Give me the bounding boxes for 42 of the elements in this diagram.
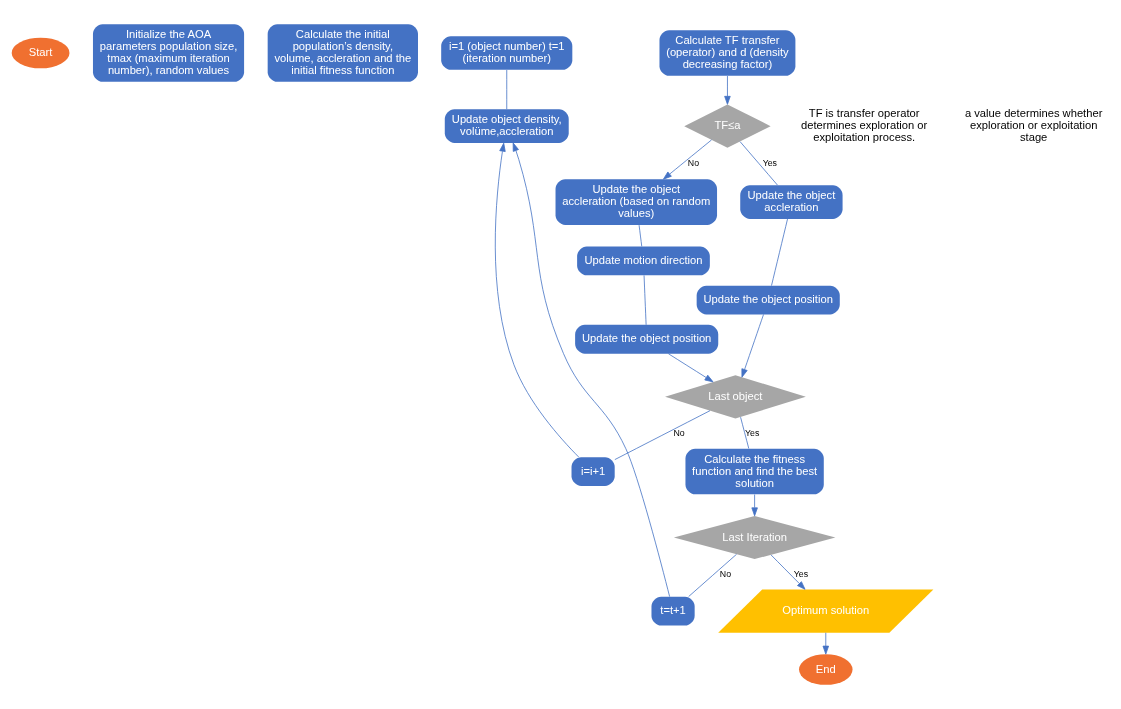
- edge-label: Yes: [762, 158, 777, 169]
- node-box: Update object density, volüme,accleration: [444, 109, 569, 143]
- connector: [740, 416, 750, 449]
- arrow: [770, 554, 806, 590]
- edge-label: No: [673, 427, 685, 438]
- node-box: i=i+1: [571, 457, 615, 486]
- arrow: [512, 142, 671, 597]
- arrow: [822, 632, 829, 655]
- connector: [771, 218, 788, 286]
- node-box: Update the object accleration: [740, 185, 843, 219]
- arrow: [494, 142, 579, 458]
- edge-label: No: [687, 158, 700, 169]
- arrow: [668, 353, 714, 383]
- label: a value determines whether exploration or exploitation stage: [964, 107, 1103, 144]
- node-diamond: Last Iteration: [673, 515, 836, 560]
- connector: [643, 275, 647, 326]
- connector: [506, 69, 508, 110]
- arrow: [724, 75, 731, 105]
- arrow: [741, 314, 764, 378]
- node-box: Update the object position: [575, 324, 719, 354]
- node-box: Calculate the fitness function and find the best solution: [685, 448, 824, 495]
- label: TF is transfer operator determines exploration or exploitation process.: [801, 107, 928, 144]
- edge-label: No: [719, 568, 732, 579]
- connector: [614, 410, 711, 460]
- arrow: [751, 494, 758, 517]
- node-box: Update motion direction: [577, 246, 710, 276]
- node-box: Initialize the AOA parameters population size, tmax (maximum iteration number), random values: [92, 24, 245, 82]
- node-box: Update the object accleration (based on random values): [555, 179, 718, 225]
- edge-label: Yes: [793, 568, 809, 579]
- connector: [688, 553, 737, 597]
- node-box: i=1 (object number) t=1 (iteration number): [441, 36, 573, 70]
- node-ellipse: End: [799, 654, 853, 685]
- node-ellipse: Start: [11, 37, 70, 69]
- connector: [739, 141, 778, 186]
- connector: [638, 224, 643, 247]
- node-box: Calculate TF transfer (operator) and d (density decreasing factor): [659, 30, 796, 76]
- arrow: [663, 139, 712, 180]
- node-box: t=t+1: [651, 596, 695, 626]
- node-box: Update the object position: [696, 285, 840, 315]
- edge-label: Yes: [745, 427, 760, 438]
- node-diamond: TF≤a: [684, 104, 771, 148]
- node-box: Calculate the initial population’s density, volume, accleration and the initial fitness function: [267, 24, 418, 82]
